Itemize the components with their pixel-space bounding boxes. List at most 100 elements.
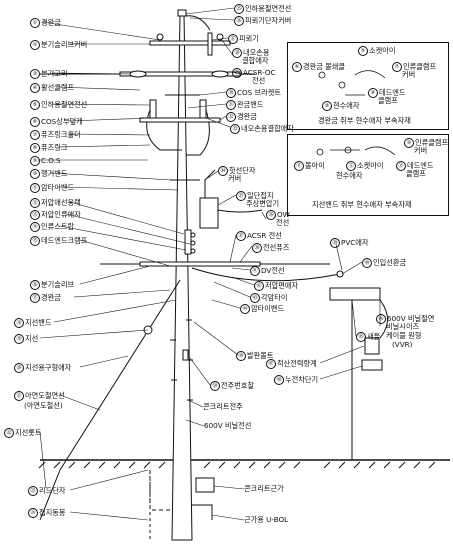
leader-lines-left — [38, 21, 191, 521]
lv-insulator-2 — [190, 240, 196, 246]
lv-insulator-3 — [190, 248, 196, 254]
box2-dead-end-2: 클램프 — [406, 169, 426, 178]
cos-body-right — [199, 99, 207, 121]
ow-wire — [217, 209, 263, 213]
label-concrete-pole: 콘크리트전주 — [203, 402, 243, 411]
concrete-footing — [195, 477, 215, 493]
top-crossarm — [149, 40, 231, 46]
concrete-pole — [171, 13, 193, 541]
buried-lead — [149, 470, 172, 511]
step-bolts — [170, 319, 193, 401]
box1-hardware — [318, 70, 386, 96]
arrester — [207, 32, 213, 56]
suspension-insulator-left — [129, 70, 147, 78]
box1-caption: 경완금 취부 현수애자 부속자재 — [318, 116, 411, 125]
watt-hour-meter — [364, 337, 380, 355]
top-insulator-right — [216, 33, 224, 41]
pole-number-plate — [182, 349, 189, 361]
label-hot-terminal-cover-2: 커버 — [228, 174, 242, 183]
house-cable — [379, 299, 388, 339]
pole-cap — [177, 9, 187, 17]
house-wall — [329, 287, 381, 301]
box2-suspension-insulator: 현수애자 — [336, 171, 363, 180]
box2-caption: 지선밴드 취부 현수애자 부속자재 — [312, 200, 412, 209]
box1-dead-end-2: 클램프 — [378, 96, 398, 105]
breaker-box — [361, 359, 383, 371]
box-crossarm-suspension-hardware — [287, 42, 449, 130]
box2-strain-clamp-cover-2: 커버 — [414, 146, 428, 155]
transformer-lead — [204, 169, 216, 198]
pvc-insulator — [336, 270, 344, 278]
label-600v-vinyl-wire: 600V 비닐전선 — [204, 421, 252, 430]
label-galvanized-wire: (아연도철선) — [24, 401, 63, 410]
cos-body-left — [149, 99, 157, 121]
label-acsr-oc-2: 전선 — [252, 76, 266, 85]
label-ow-wire-2: 전선 — [276, 218, 290, 227]
label-vvr-cable-4: (VVR) — [392, 340, 413, 349]
cos-drop-wire-2 — [186, 109, 210, 156]
dv-service-wire — [191, 267, 341, 282]
label-pole-transformer-2: 주상변압기 — [246, 199, 280, 208]
u-bolt — [192, 504, 213, 520]
pole-transformer — [199, 197, 219, 229]
leader-lines-right — [185, 7, 381, 521]
guy-rod — [39, 469, 61, 521]
box1-strain-clamp-cover-2: 커버 — [402, 70, 416, 79]
lv-rack — [184, 229, 192, 255]
label-vvr-cable-3: 케이블 원형 — [386, 331, 422, 340]
label-footing-u-bolt: 근가용 U-BOL — [244, 515, 289, 524]
top-insulator-left — [156, 33, 164, 41]
lv-insulator-1 — [190, 232, 196, 238]
box-guyband-suspension-hardware — [287, 134, 449, 216]
